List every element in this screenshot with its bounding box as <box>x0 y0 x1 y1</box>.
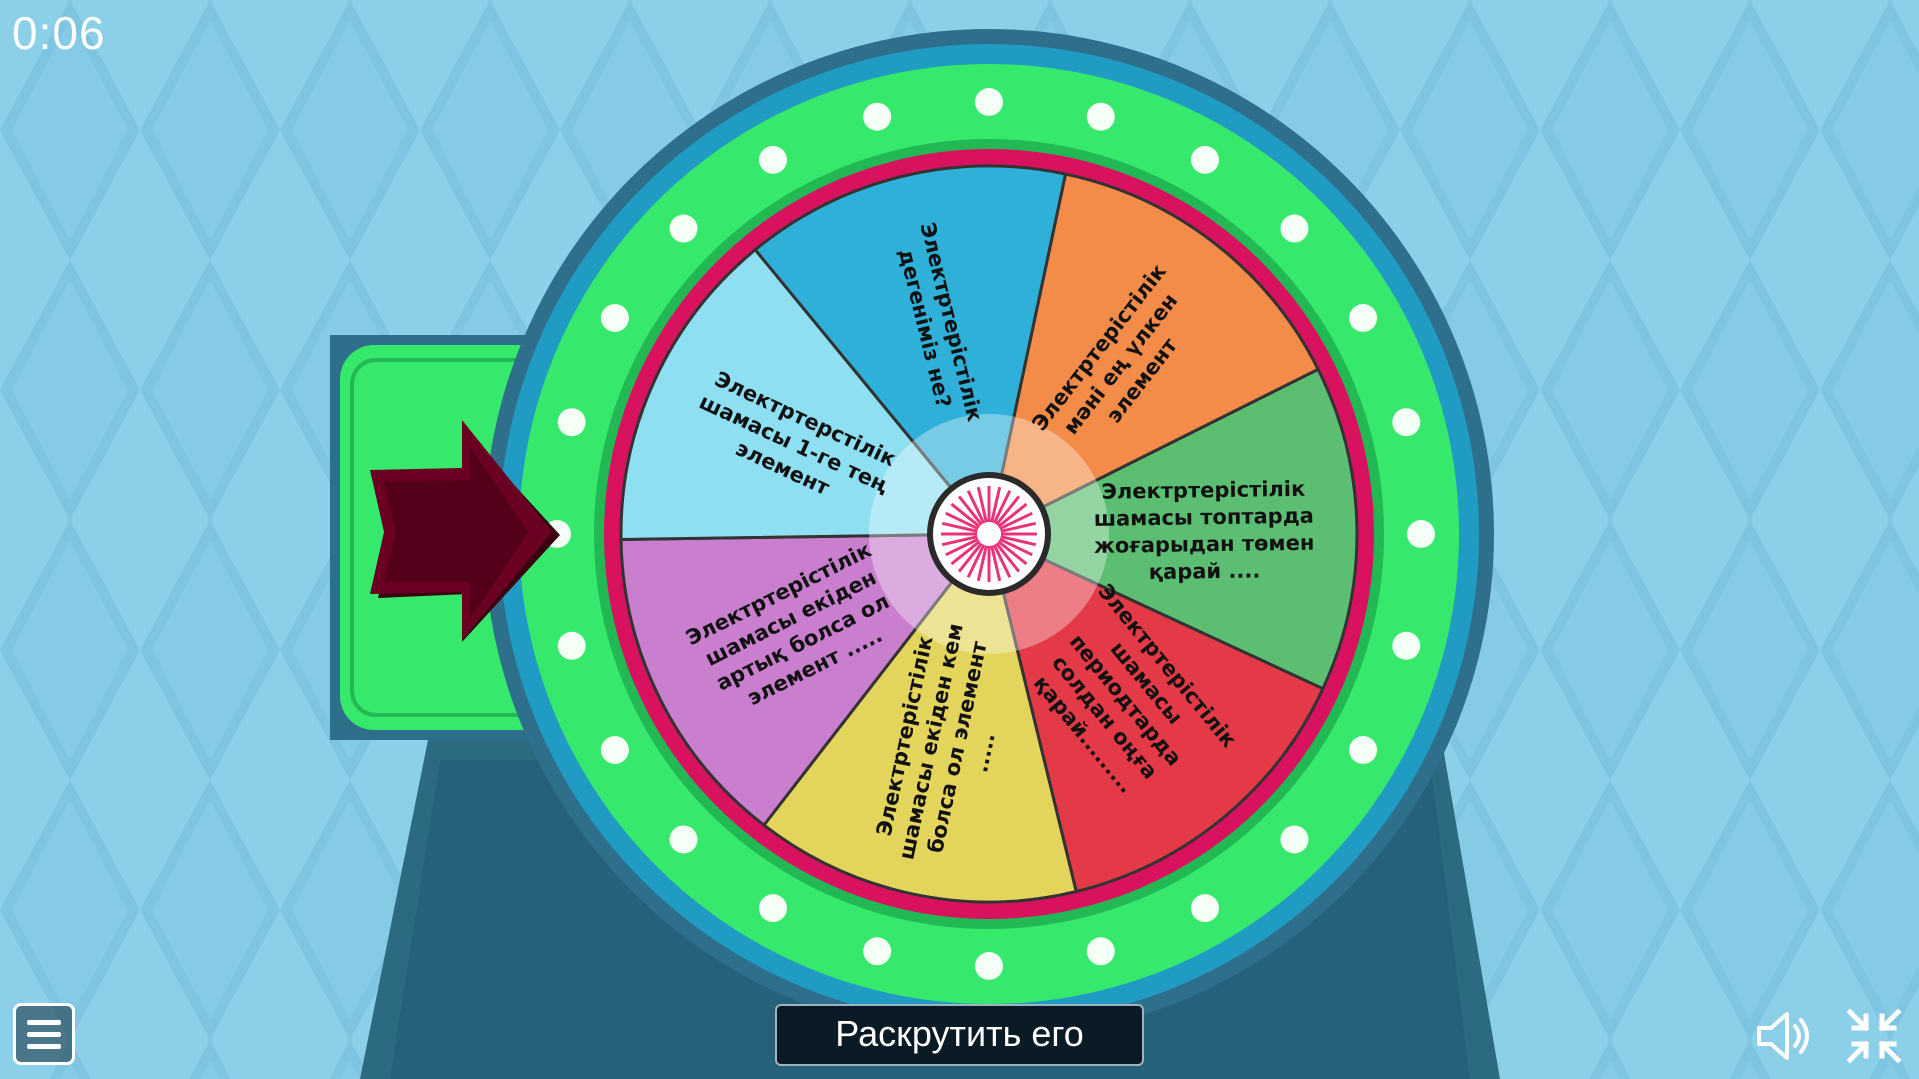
speaker-icon <box>1757 1012 1809 1060</box>
wheel-segment <box>986 531 1325 894</box>
rim-lights <box>543 88 1435 980</box>
pointer-arrow-icon <box>370 420 560 642</box>
wheel-segments: Электртерістілікмәні ең үлкенэлементЭлек… <box>619 164 1359 904</box>
rim-light <box>1349 304 1378 332</box>
fullscreen-button[interactable] <box>1846 1008 1902 1064</box>
rim-light <box>759 145 787 174</box>
wheel-segment <box>753 164 1068 538</box>
rim-light <box>669 214 698 243</box>
rim-light <box>975 88 1003 116</box>
menu-button[interactable] <box>13 1003 75 1065</box>
rim-light <box>600 736 629 764</box>
rim-light <box>1280 825 1309 854</box>
rim-light <box>1086 102 1115 131</box>
rim-light <box>1280 214 1309 243</box>
rim-light <box>1392 408 1421 437</box>
rim-light <box>1349 736 1378 764</box>
rim-light <box>1392 631 1421 660</box>
rim-light <box>1191 145 1219 174</box>
rim-light <box>669 825 698 854</box>
wheel-hub <box>927 472 1051 596</box>
rim-light <box>1407 520 1435 548</box>
rim-light <box>759 894 787 923</box>
wheel-segment <box>619 532 993 828</box>
wheel-segment-label: Электртерістілікшамасы топтардажоғарыдан… <box>1093 477 1315 585</box>
rim-light <box>863 102 892 131</box>
timer: 0:06 <box>12 7 106 59</box>
rim-light <box>975 952 1003 980</box>
wheel-segment <box>619 247 993 542</box>
wheel-segment <box>761 530 1079 904</box>
rim-light <box>557 408 586 437</box>
rim-light <box>557 631 586 660</box>
rim-light <box>600 304 629 332</box>
spin-button[interactable]: Раскрутить его <box>775 1004 1144 1066</box>
wheel-segment <box>985 367 1359 691</box>
rim-light <box>1191 894 1219 923</box>
rim-light <box>1086 937 1115 966</box>
wheel-segment <box>986 172 1321 537</box>
sound-button[interactable] <box>1755 1008 1815 1064</box>
exit-fullscreen-icon <box>1846 1008 1902 1064</box>
rim-light <box>863 937 892 966</box>
